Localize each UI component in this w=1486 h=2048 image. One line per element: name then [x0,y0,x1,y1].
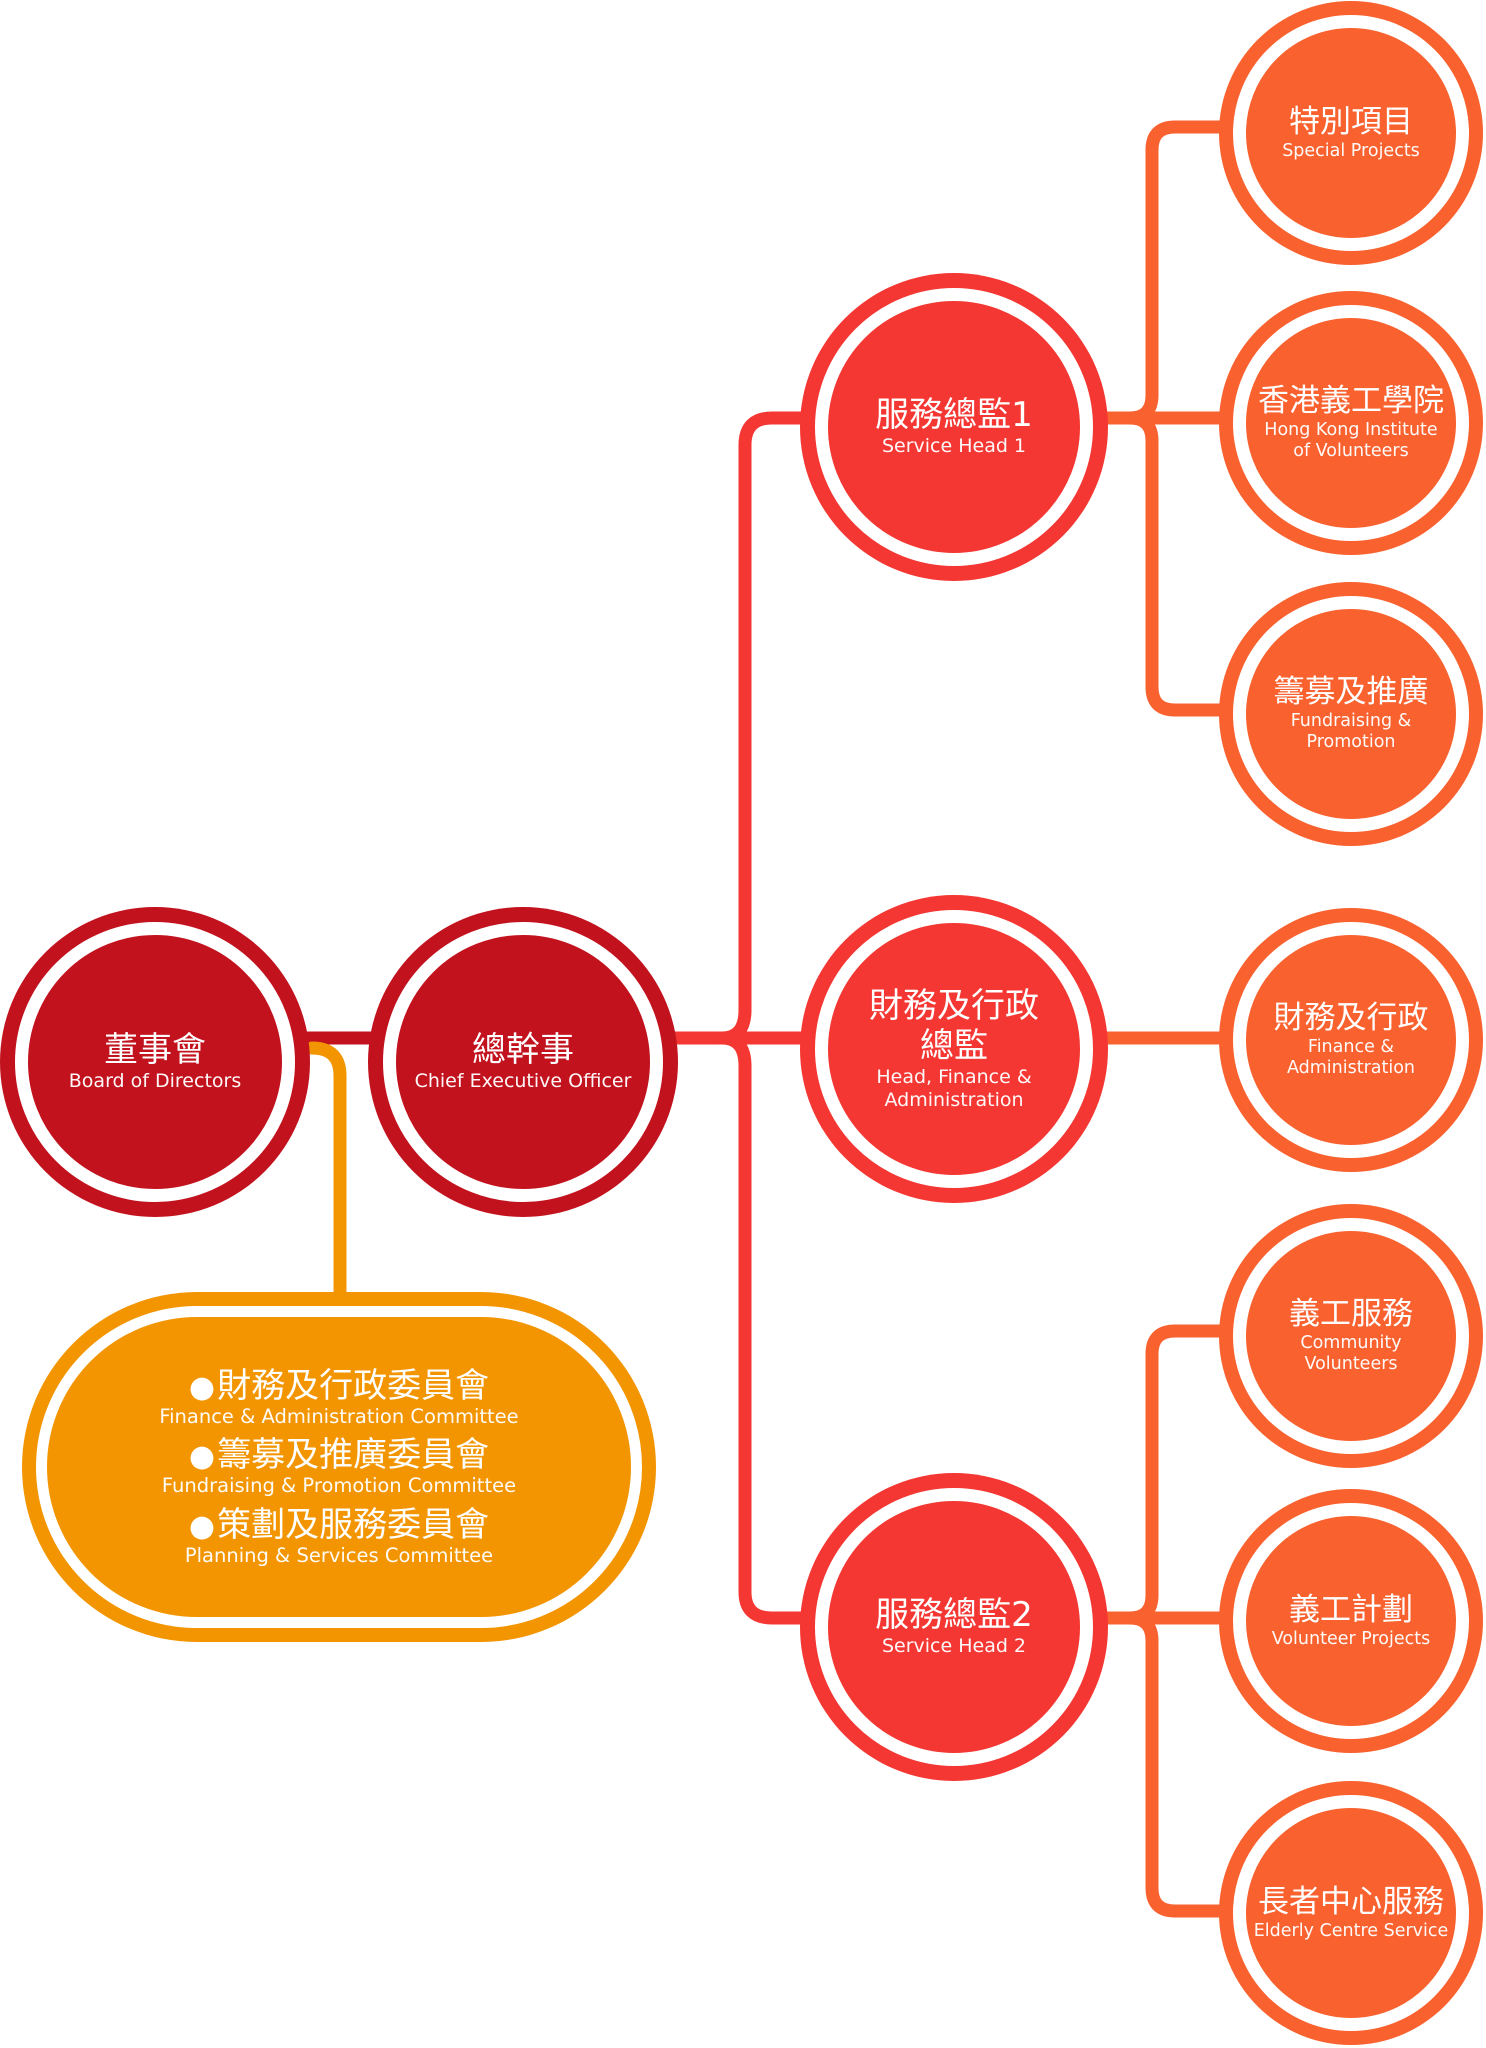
committee-item: ●籌募及推廣委員會 Fundraising & Promotion Commit… [162,1436,516,1498]
node-elderly-centre-service: 長者中心服務 Elderly Centre Service [1233,1795,1469,2031]
node-fundraising-promotion: 籌募及推廣 Fundraising & Promotion [1233,596,1469,832]
committee-label-zh: 策劃及服務委員會 [217,1504,490,1545]
node-label-en: Community Volunteers [1300,1332,1402,1375]
node-chief-executive-officer: 總幹事 Chief Executive Officer [383,922,663,1202]
link-sh2-ecs [1123,1611,1233,1918]
node-label-en: Fundraising & Promotion [1290,710,1412,753]
node-label-en: Elderly Centre Service [1253,1920,1449,1941]
node-label-en: Volunteer Projects [1271,1628,1431,1649]
node-label-zh: 香港義工學院 [1258,383,1444,420]
node-label-zh: 總幹事 [472,1030,574,1071]
node-hk-institute-volunteers: 香港義工學院 Hong Kong Institute of Volunteers [1233,305,1469,541]
committees-box: ●財務及行政委員會 Finance & Administration Commi… [36,1306,642,1628]
node-finance-administration: 財務及行政 Finance & Administration [1233,922,1469,1158]
bullet-icon: ● [188,1439,216,1475]
link-sh2-cv [1123,1324,1233,1625]
node-label-zh: 特別項目 [1289,104,1413,141]
bullet-icon: ● [188,1369,216,1405]
node-label-en: Head, Finance & Administration [876,1065,1032,1112]
node-label-zh: 服務總監1 [875,395,1033,436]
link-sh1-fp [1123,411,1233,717]
committee-label-en: Planning & Services Committee [184,1543,494,1567]
node-special-projects: 特別項目 Special Projects [1233,15,1469,251]
link-sh1-sp [1123,120,1233,425]
node-board-of-directors: 董事會 Board of Directors [15,922,295,1202]
link-trunk-curve-bottom [715,1031,752,1073]
committee-item: ●策劃及服務委員會 Planning & Services Committee [184,1504,494,1568]
node-service-head-1: 服務總監1 Service Head 1 [815,288,1093,566]
node-community-volunteers: 義工服務 Community Volunteers [1233,1218,1469,1454]
node-volunteer-projects: 義工計劃 Volunteer Projects [1233,1503,1469,1739]
node-label-zh: 長者中心服務 [1258,1884,1444,1921]
node-label-zh: 籌募及推廣 [1273,674,1429,711]
committee-item: ●財務及行政委員會 Finance & Administration Commi… [159,1365,519,1429]
node-label-zh: 財務及行政 [1273,1000,1429,1037]
node-label-en: Chief Executive Officer [414,1070,632,1093]
node-label-zh: 義工服務 [1289,1296,1413,1333]
node-label-en: Service Head 1 [881,435,1027,458]
node-head-finance-admin: 財務及行政 總監 Head, Finance & Administration [815,910,1093,1188]
link-board-committee [305,1041,347,1297]
node-label-zh: 義工計劃 [1289,1592,1413,1629]
committee-label-zh: 財務及行政委員會 [217,1365,490,1406]
committee-label-zh: 籌募及推廣委員會 [217,1435,490,1476]
committee-label-en: Fundraising & Promotion Committee [161,1474,517,1498]
node-label-en: Service Head 2 [881,1635,1027,1658]
node-label-en: Board of Directors [68,1070,242,1093]
committee-label-en: Finance & Administration Committee [159,1404,519,1428]
bullet-icon: ● [188,1508,216,1544]
node-label-zh: 服務總監2 [875,1595,1033,1636]
link-ceo-sh1 [738,411,817,1017]
link-ceo-sh2 [738,1059,817,1625]
node-service-head-2: 服務總監2 Service Head 2 [815,1488,1093,1766]
node-label-en: Special Projects [1282,140,1420,161]
node-label-en: Hong Kong Institute of Volunteers [1264,419,1438,462]
node-label-en: Finance & Administration [1286,1036,1416,1079]
node-label-zh: 董事會 [104,1030,206,1071]
node-label-zh: 財務及行政 總監 [869,985,1039,1066]
